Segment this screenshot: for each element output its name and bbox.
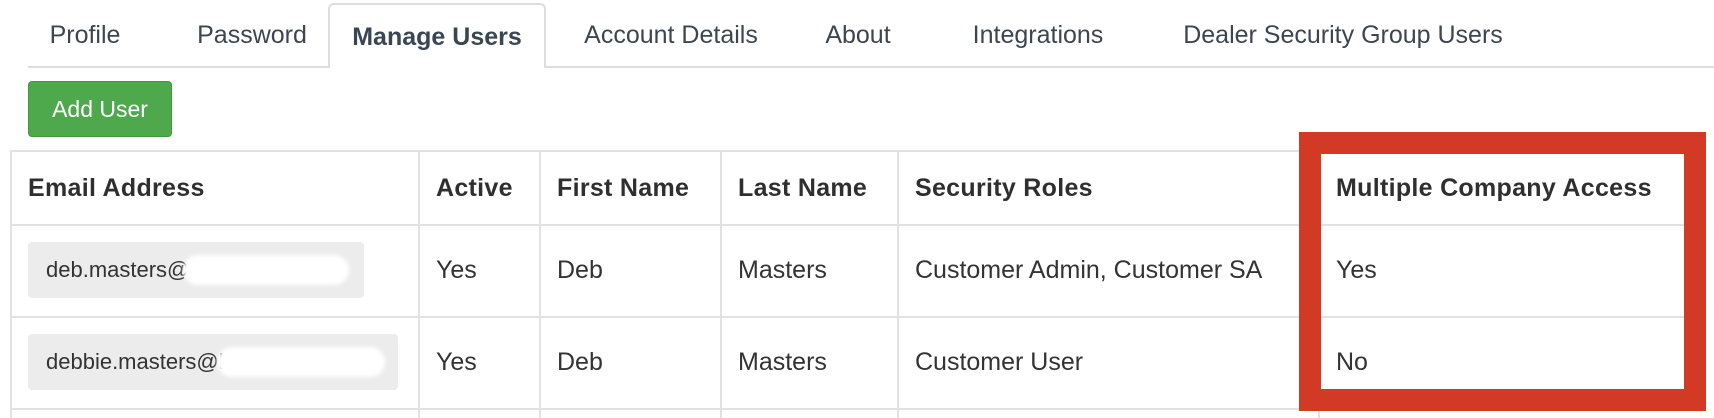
tab-account-details[interactable]: Account Details xyxy=(584,21,758,49)
cell-security-roles: Customer Admin, Customer SA xyxy=(915,256,1263,284)
column-header-security-roles[interactable]: Security Roles xyxy=(915,174,1093,202)
cell-first-name: Deb xyxy=(557,348,603,376)
column-divider xyxy=(720,152,722,418)
column-header-email[interactable]: Email Address xyxy=(28,174,205,202)
column-header-multiple-company-access[interactable]: Multiple Company Access xyxy=(1336,174,1652,202)
row-divider xyxy=(12,224,1702,226)
column-header-active[interactable]: Active xyxy=(436,174,513,202)
column-divider xyxy=(1318,152,1320,418)
tab-manage-users[interactable]: Manage Users xyxy=(328,3,546,68)
tab-bar: Profile Password Manage Users Account De… xyxy=(28,0,1714,68)
cell-multiple-company-access: Yes xyxy=(1336,256,1377,284)
column-divider xyxy=(539,152,541,418)
tab-profile[interactable]: Profile xyxy=(49,21,121,49)
add-user-button[interactable]: Add User xyxy=(28,81,172,137)
redaction-mark xyxy=(186,258,346,282)
column-header-first-name[interactable]: First Name xyxy=(557,174,690,202)
email-link[interactable]: deb.masters@outlook.com xyxy=(28,242,364,298)
row-divider xyxy=(12,408,1702,410)
column-header-last-name[interactable]: Last Name xyxy=(738,174,868,202)
row-divider xyxy=(12,316,1702,318)
cell-active: Yes xyxy=(436,348,477,376)
users-table: Email Address Active First Name Last Nam… xyxy=(10,150,1702,418)
tab-dealer-security-group-users[interactable]: Dealer Security Group Users xyxy=(1183,21,1503,49)
cell-multiple-company-access: No xyxy=(1336,348,1368,376)
cell-active: Yes xyxy=(436,256,477,284)
tab-about[interactable]: About xyxy=(825,21,891,49)
redaction-mark xyxy=(220,350,382,374)
cell-last-name: Masters xyxy=(738,348,827,376)
cell-last-name: Masters xyxy=(738,256,827,284)
column-divider xyxy=(897,152,899,418)
tab-password[interactable]: Password xyxy=(197,21,307,49)
cell-security-roles: Customer User xyxy=(915,348,1084,376)
email-link[interactable]: debbie.masters@hotmail.com xyxy=(28,334,398,390)
column-divider xyxy=(418,152,420,418)
cell-first-name: Deb xyxy=(557,256,603,284)
tab-integrations[interactable]: Integrations xyxy=(972,21,1104,49)
